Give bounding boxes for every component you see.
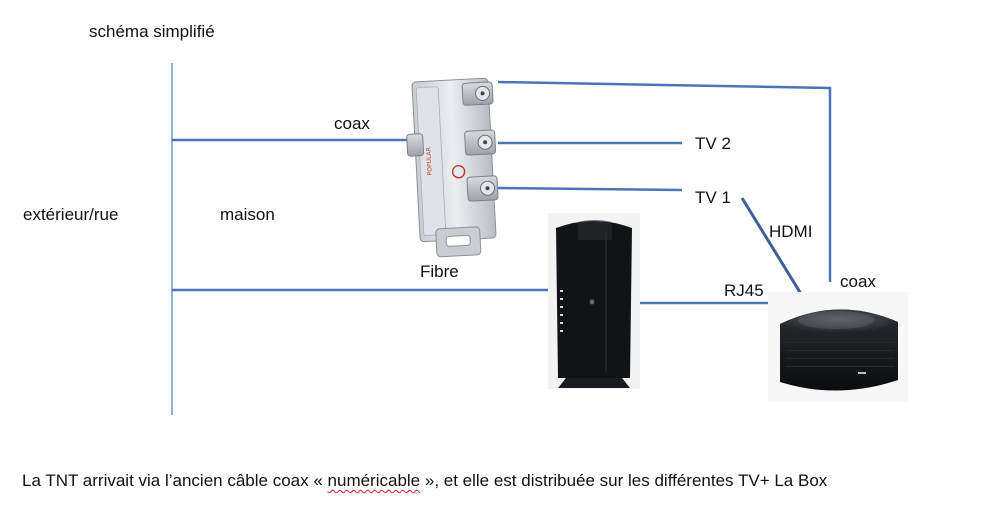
svg-text:POPULAR: POPULAR: [425, 147, 433, 175]
fibre-ont-device: [548, 213, 640, 389]
caption-start: La TNT arrivait via l’ancien câble coax …: [22, 471, 328, 490]
tv2-label: TV 2: [695, 134, 731, 153]
zone-house-label: maison: [220, 205, 275, 224]
rj45-label: RJ45: [724, 281, 764, 300]
caption-end: », et elle est distribuée sur les différ…: [420, 471, 828, 490]
fibre-label: Fibre: [420, 262, 459, 281]
hdmi-label: HDMI: [769, 222, 813, 241]
diagram-title: schéma simplifié: [89, 22, 215, 41]
coax-splitter: POPULAR: [406, 77, 499, 258]
tv1-wire: [497, 186, 683, 192]
box-coax-wire: [497, 80, 832, 282]
box-coax-label: coax: [840, 272, 876, 291]
tv1-label: TV 1: [695, 188, 731, 207]
caption-highlight: numéricable: [327, 471, 421, 490]
zone-outside-label: extérieur/rue: [23, 205, 119, 224]
la-box-device: [768, 292, 908, 402]
caption: La TNT arrivait via l’ancien câble coax …: [22, 472, 827, 489]
hdmi-wire: [740, 197, 808, 303]
coax-input-label: coax: [334, 114, 370, 133]
